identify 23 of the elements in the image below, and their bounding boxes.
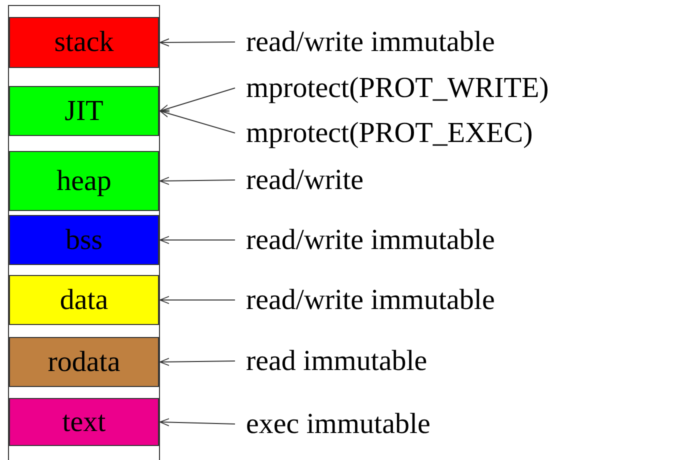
permission-label: read/write immutable	[246, 282, 495, 318]
arrow	[160, 296, 236, 304]
permission-label: mprotect(PROT_WRITE)	[246, 70, 549, 106]
arrow	[160, 110, 236, 134]
permission-label: read immutable	[246, 343, 428, 379]
arrow	[160, 236, 236, 244]
arrow	[160, 176, 236, 185]
memory-segment: text	[9, 398, 159, 446]
arrow	[160, 88, 236, 112]
permission-label: exec immutable	[246, 406, 430, 442]
permission-label: read/write immutable	[246, 222, 495, 258]
permission-label: read/write immutable	[246, 24, 495, 60]
memory-segment: stack	[9, 17, 159, 68]
arrow	[160, 358, 236, 366]
memory-segment: data	[9, 275, 159, 325]
memory-segment: rodata	[9, 337, 159, 387]
memory-segment: heap	[9, 151, 159, 211]
memory-segment: JIT	[9, 86, 159, 136]
arrow	[160, 418, 236, 426]
memory-segment: bss	[9, 215, 159, 265]
permission-label: read/write	[246, 162, 364, 198]
arrow	[160, 38, 236, 46]
permission-label: mprotect(PROT_EXEC)	[246, 115, 533, 151]
